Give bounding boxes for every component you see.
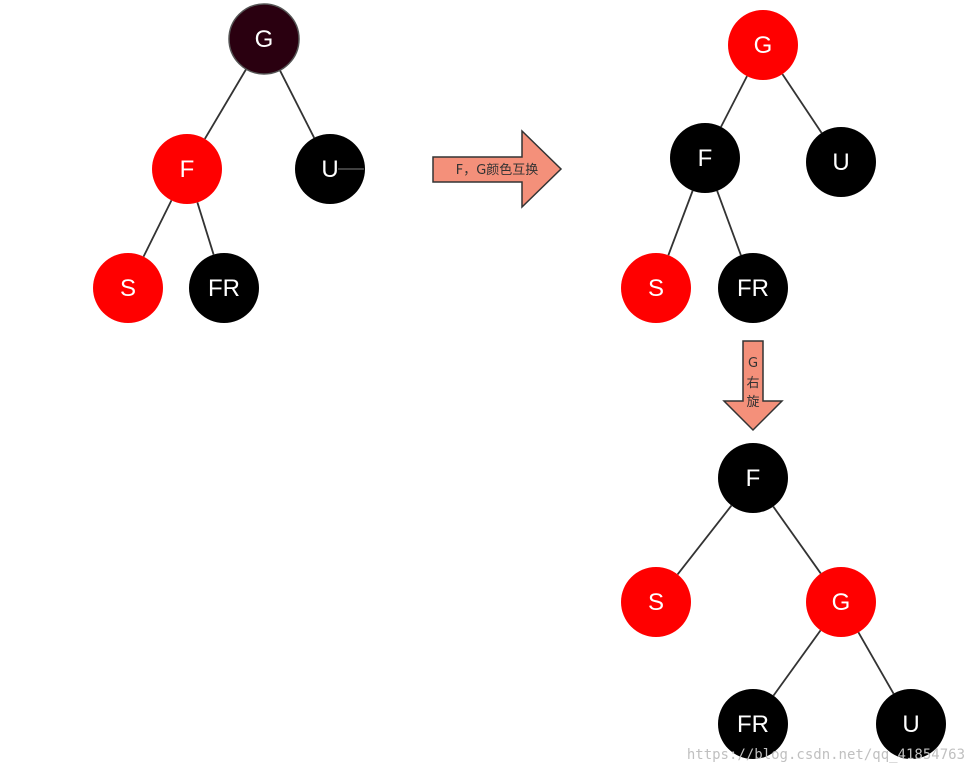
diagram_3-node-u: U xyxy=(876,689,946,759)
down-arrow-icon xyxy=(722,340,784,432)
rotate-right-arrow-label-line-1: G xyxy=(748,356,758,371)
diagram_1-edge-G-U xyxy=(279,69,315,139)
swap-colors-arrow: F，G颜色互换 xyxy=(432,129,563,209)
diagram_1-edge-F-FR xyxy=(196,202,215,255)
diagram_2-node-s-circle xyxy=(621,253,691,323)
rotate-right-arrow-label-line-3: 旋 xyxy=(746,395,759,410)
diagram_3-node-f-circle xyxy=(718,443,788,513)
diagram_1-edge-F-S xyxy=(142,199,173,258)
diagram_3-node-f-label: F xyxy=(746,465,761,492)
diagram_1-node-s: S xyxy=(93,253,163,323)
diagram_2-edge-F-FR xyxy=(716,190,742,256)
diagram_2-node-u: U xyxy=(806,127,876,197)
diagram_3-node-u-label: U xyxy=(902,711,919,738)
diagram_1-node-g-circle xyxy=(228,3,300,75)
right-arrow-icon xyxy=(432,129,563,209)
diagram_1-node-g: G xyxy=(228,3,300,75)
diagram_3-node-g-label: G xyxy=(832,589,851,616)
diagram_2-node-s: S xyxy=(621,253,691,323)
diagram_2-node-u-label: U xyxy=(832,149,849,176)
diagram_1-node-f-circle xyxy=(152,134,222,204)
nodes-layer: G F U S FR G F U S FR F S G FR U xyxy=(93,3,946,759)
diagram_1-edge-G-F xyxy=(204,68,247,140)
diagram_1-node-s-circle xyxy=(93,253,163,323)
diagram_1-node-g-label: G xyxy=(255,26,274,53)
diagram_3-edge-F-S xyxy=(676,505,733,575)
diagram_2-node-f-circle xyxy=(670,123,740,193)
diagram_2-node-g: G xyxy=(728,10,798,80)
diagram_1-node-fr: FR xyxy=(189,253,259,323)
diagram_2-edge-F-S xyxy=(667,190,694,256)
diagram_3-node-fr-circle xyxy=(718,689,788,759)
diagram_2-node-fr-label: FR xyxy=(737,275,769,302)
diagram_2-edge-G-F xyxy=(720,75,748,128)
diagram_3-node-fr-label: FR xyxy=(737,711,769,738)
diagram_1-node-u: U xyxy=(295,134,365,204)
diagram_2-node-u-circle xyxy=(806,127,876,197)
diagram_1-node-fr-circle xyxy=(189,253,259,323)
diagram_2-node-f-label: F xyxy=(698,145,713,172)
diagram_2-node-fr: FR xyxy=(718,253,788,323)
diagram_1-node-f-label: F xyxy=(180,156,195,183)
diagram_3-node-fr: FR xyxy=(718,689,788,759)
diagram_1-node-u-label: U xyxy=(321,156,338,183)
diagram_1-node-u-circle xyxy=(295,134,365,204)
diagram_3-node-s: S xyxy=(621,567,691,637)
diagram_1-node-s-label: S xyxy=(120,275,136,302)
diagram_3-node-f: F xyxy=(718,443,788,513)
diagram_2-node-f: F xyxy=(670,123,740,193)
diagram_3-node-g-circle xyxy=(806,567,876,637)
diagram_2-node-g-circle xyxy=(728,10,798,80)
diagram_3-node-g: G xyxy=(806,567,876,637)
rotate-right-arrow-label-line-2: 右 xyxy=(746,376,759,391)
rotate-right-arrow: G 右 旋 xyxy=(722,340,784,432)
diagram_2-node-fr-circle xyxy=(718,253,788,323)
edges-layer xyxy=(142,68,895,697)
diagram_3-node-s-circle xyxy=(621,567,691,637)
diagram_3-edge-G-U xyxy=(857,631,895,695)
diagram_1-node-fr-label: FR xyxy=(208,275,240,302)
diagram_3-node-s-label: S xyxy=(648,589,664,616)
watermark: https://blog.csdn.net/qq_41854763 xyxy=(687,747,965,763)
diagram_3-node-u-circle xyxy=(876,689,946,759)
diagram_2-edge-G-U xyxy=(781,73,823,134)
diagram_2-node-g-label: G xyxy=(754,32,773,59)
diagram_2-node-s-label: S xyxy=(648,275,664,302)
diagram_1-node-f: F xyxy=(152,134,222,204)
swap-colors-arrow-label: F，G颜色互换 xyxy=(456,162,539,178)
diagram_3-edge-F-G xyxy=(772,506,822,574)
diagram_3-edge-G-FR xyxy=(772,629,822,697)
